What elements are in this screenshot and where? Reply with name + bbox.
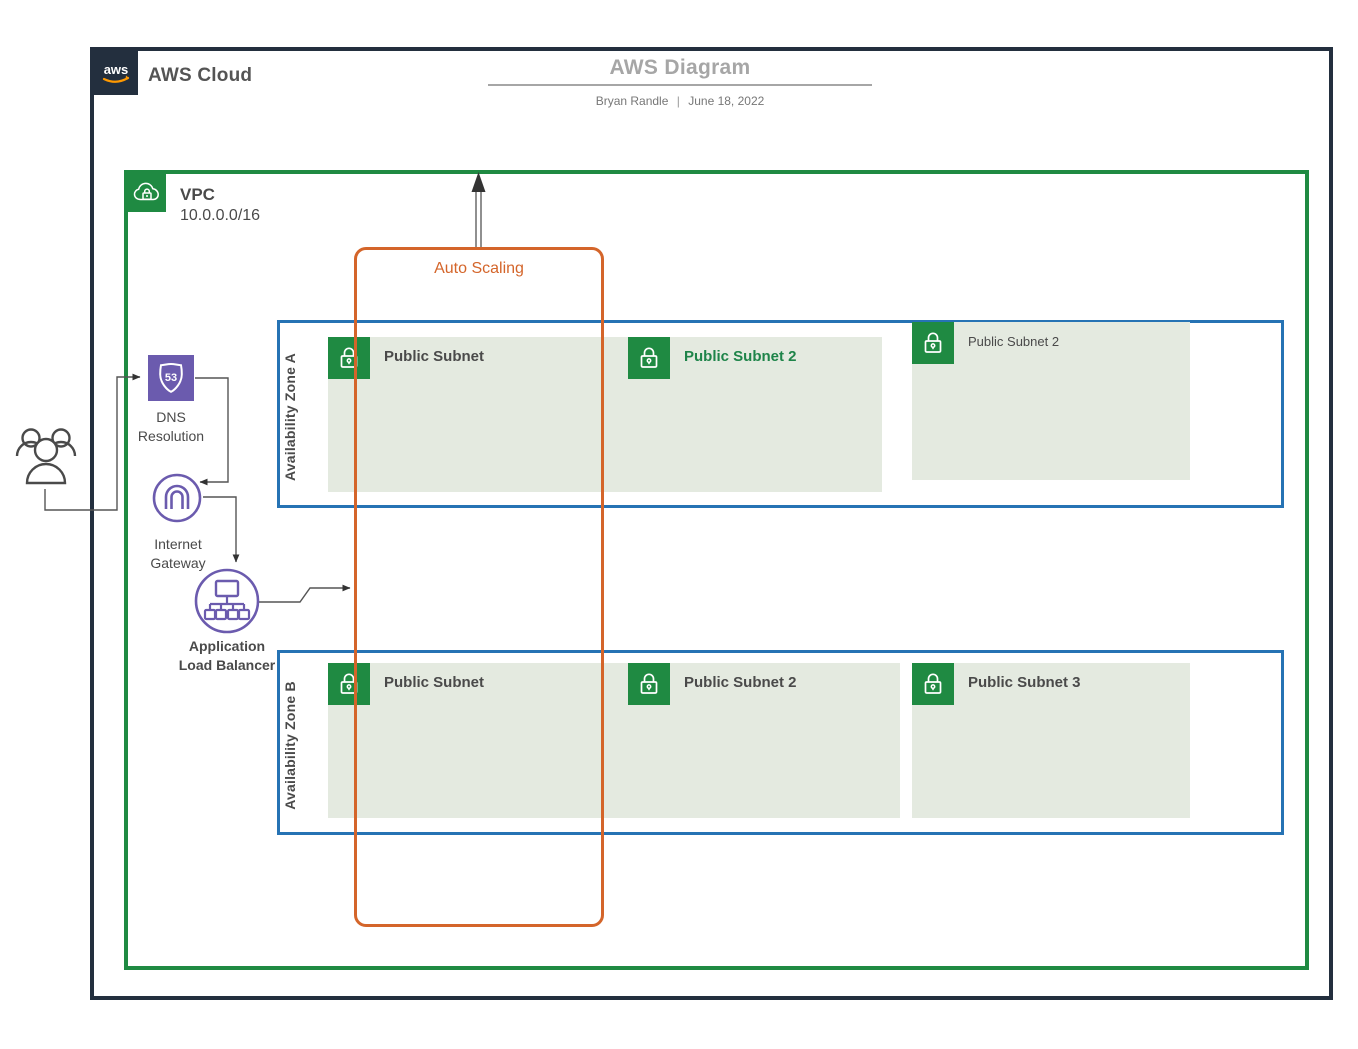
byline: Bryan Randle | June 18, 2022 [488,94,872,108]
page-title: AWS Diagram [609,56,751,79]
svg-text:53: 53 [165,372,177,384]
subnet-card[interactable]: Public Subnet 2 [628,337,882,492]
availability-zone-b-label: Availability Zone B [282,681,298,810]
author-name: Bryan Randle [595,94,669,108]
application-load-balancer-label: Application Load Balancer [178,638,276,673]
subnet-card[interactable]: Public Subnet 2 [912,322,1190,480]
title-block: AWS Diagram Bryan Randle | June 18, 2022 [488,55,872,108]
subnet-lock-icon [628,663,670,705]
dns-resolution-label: DNS Resolution [137,409,205,444]
subnet-lock-icon [912,322,954,364]
availability-zone-b: Availability Zone B [277,650,1284,835]
subnet-title: Public Subnet [384,674,485,691]
byline-separator: | [676,94,680,108]
diagram-date: June 18, 2022 [688,94,765,108]
auto-scaling-label: Auto Scaling [434,260,524,277]
vpc-cidr: 10.0.0.0/16 [180,207,261,224]
internet-gateway-icon [152,473,202,528]
subnet-title: Public Subnet 2 [684,348,797,365]
internet-gateway-label: Internet Gateway [150,536,206,571]
subnet-lock-icon [628,337,670,379]
availability-zone-a: Availability Zone A [277,320,1284,508]
aws-cloud-label: AWS Cloud [148,65,253,86]
users-icon [10,425,82,495]
availability-zone-a-label: Availability Zone A [282,353,298,482]
vpc-boundary [124,170,1309,970]
auto-scaling-group [354,247,604,927]
aws-logo-icon: aws [94,51,138,95]
vpc-cloud-lock-icon [128,174,166,212]
subnet-title: Public Subnet 2 [684,674,797,691]
subnet-lock-icon [912,663,954,705]
subnet-card[interactable]: Public Subnet 3 [912,663,1190,818]
route53-icon: 53 [148,355,194,401]
subnet-title: Public Subnet 2 [968,334,1060,349]
subnet-lock-icon [328,663,370,705]
svg-text:aws: aws [104,62,129,77]
vpc-title: VPC [180,185,215,204]
vpc-label-group: VPC 10.0.0.0/16 [180,184,260,226]
subnet-title: Public Subnet 3 [968,674,1081,691]
subnet-title: Public Subnet [384,348,485,365]
load-balancer-icon [194,568,260,639]
title-divider [488,84,872,86]
subnet-card[interactable]: Public Subnet 2 [628,663,900,818]
